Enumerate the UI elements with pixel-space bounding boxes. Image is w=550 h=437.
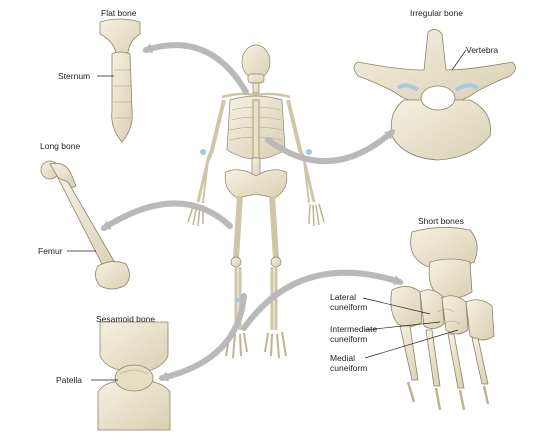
title-irregular-bone: Irregular bone xyxy=(410,8,463,18)
patella-bone xyxy=(114,364,154,392)
label-patella: Patella xyxy=(56,375,82,385)
category-arrows xyxy=(100,42,404,382)
label-lateral-cuneiform: Lateral cuneiform xyxy=(330,292,368,312)
arrow-to-sesamoid-bone xyxy=(158,293,247,382)
joint-accents xyxy=(200,149,312,303)
label-intermediate-cuneiform: Intermediate cuneiform xyxy=(330,324,378,344)
pelvis xyxy=(224,169,288,199)
label-medial-cuneiform: Medial cuneiform xyxy=(330,353,368,373)
title-long-bone: Long bone xyxy=(40,141,81,151)
arrow-to-irregular-bone xyxy=(265,129,396,165)
arrow-to-short-bones xyxy=(241,269,404,331)
label-femur: Femur xyxy=(38,246,63,256)
femur-illustration xyxy=(40,160,130,290)
arrow-to-long-bone xyxy=(100,200,233,231)
leader-lines xyxy=(67,49,467,381)
arrow-to-flat-bone xyxy=(142,42,249,95)
title-flat-bone: Flat bone xyxy=(101,8,137,18)
title-short-bones: Short bones xyxy=(418,216,464,226)
foot-illustration xyxy=(390,227,495,411)
sternum-illustration xyxy=(99,18,141,143)
label-sternum: Sternum xyxy=(58,71,91,81)
vertebra-illustration xyxy=(353,29,516,161)
title-sesamoid-bone: Sesamoid bone xyxy=(96,314,156,324)
label-vertebra: Vertebra xyxy=(466,45,499,55)
knee-illustration xyxy=(97,321,171,431)
